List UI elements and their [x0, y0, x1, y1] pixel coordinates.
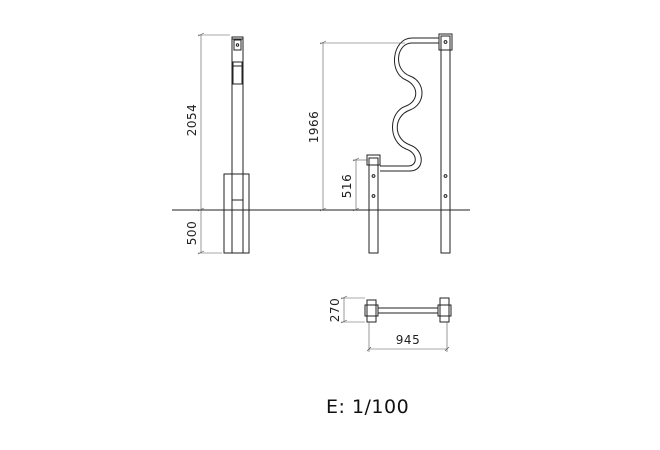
side-view-sleeve	[223, 173, 250, 254]
front-view-tall-post	[440, 35, 451, 254]
side-depth-label: 500	[185, 221, 199, 245]
dim-side-height	[197, 32, 230, 255]
front-height-label: 1966	[307, 111, 321, 144]
side-height-label: 2054	[185, 104, 199, 137]
plan-depth-label: 270	[328, 298, 342, 322]
side-view	[223, 36, 250, 254]
side-view-plate	[232, 61, 243, 85]
plan-view	[364, 297, 452, 323]
plan-width-label: 945	[396, 333, 420, 347]
plan-left-post	[366, 299, 377, 323]
wavy-bar-outer	[380, 42, 439, 172]
wavy-bar-inner	[380, 37, 439, 167]
plan-right-post	[439, 297, 450, 323]
scale-label: E: 1/100	[326, 396, 410, 418]
dim-front	[319, 40, 405, 212]
dim-plan	[340, 295, 450, 352]
front-low-height-label: 516	[340, 174, 354, 198]
side-view-post	[231, 36, 244, 254]
front-view-short-post	[368, 157, 379, 254]
front-view	[366, 33, 453, 254]
